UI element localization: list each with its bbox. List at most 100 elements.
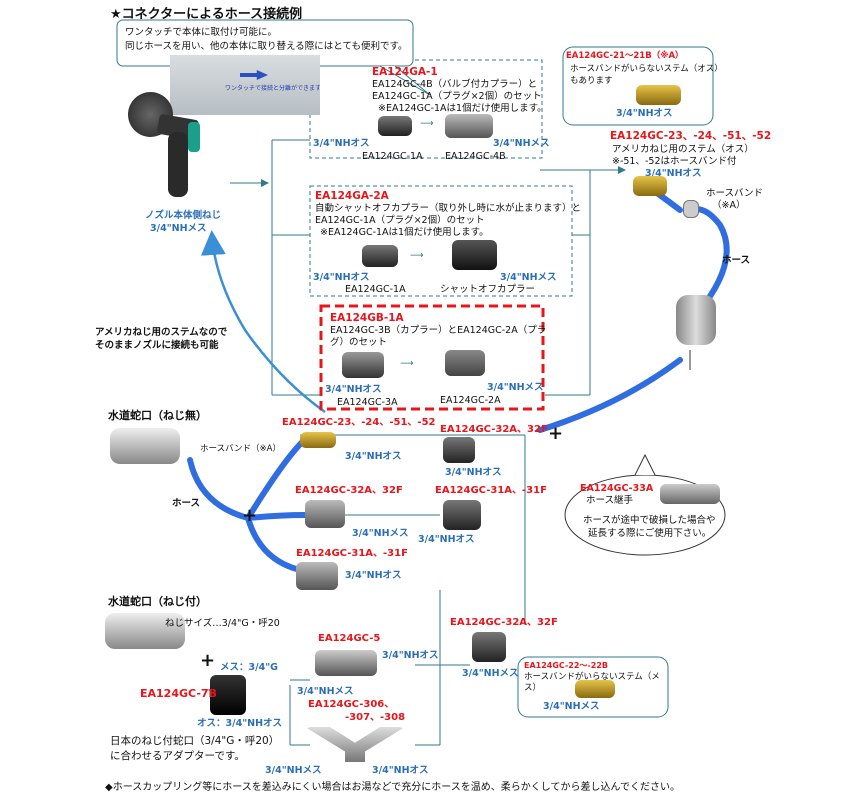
plug-icon [362,245,398,267]
adapter-male: オス：3/4"NHオス [197,718,283,729]
ga1-desc1: EA124GC-4B（バルブ付カプラー）と [372,79,538,90]
plus-right: + [548,423,564,444]
hose-right-lower [537,357,683,433]
stem-right-hose: ホース [722,255,751,266]
gc5-icon [315,650,377,676]
hose-right-upper [687,206,730,313]
c32a-mid-model: EA124GC-32A、32F [295,485,403,496]
faucet2-label: 水道蛇口（ねじ付） [108,595,207,608]
gc5-model: EA124GC-5 [318,633,381,644]
note-american-1: アメリカねじ用のステムなので [95,327,228,338]
photo-caption: ワンタッチで接続と分離ができます。 [225,85,320,92]
joint-desc1: ホースが途中で破損した場合や [583,515,716,526]
gb1-part-a: EA124GC-3A [337,397,398,408]
joint-name: ホース継手 [586,495,634,506]
plus-adapter: + [200,650,216,671]
ga2-model: EA124GA-2A [315,190,389,202]
gb1-right-label: 3/4"NHメス [487,382,544,393]
gc306-thread-l: 3/4"NHメス [265,765,322,776]
gb1-left-label: 3/4"NHオス [325,384,382,395]
gc5-thread-r: 3/4"NHオス [382,650,439,661]
box-gb1-frame [319,304,545,411]
callout-line2: 同じホースを用い、他の本体に取り替える際にはとても便利です。 [125,41,408,52]
stem-right-band: ホースバンド [706,188,764,199]
gc306-model2: -307、-308 [345,712,406,723]
page-title: ★コネクターによるホース接続例 [110,7,303,22]
stem-right-band-note: （※A） [712,200,746,211]
faucet2-size: ねじサイズ…3/4"G・呼20 [165,618,280,629]
adapter-female: メス：3/4"G [220,662,278,673]
stem-left-thread: 3/4"NHオス [345,451,402,462]
stem-icon [575,680,615,698]
c32a-top-thread: 3/4"NHオス [445,467,502,478]
c31a-mid-model: EA124GC-31A、-31F [435,485,547,496]
adapter-model: EA124GC-7B [140,687,217,700]
gb1-part-b: EA124GC-2A [440,395,501,406]
adapter-desc1: 日本のねじ付蛇口（3/4"G・呼20） [110,735,280,747]
ga2-part-b: シャットオフカプラー [440,284,536,295]
coupling-icon [443,437,475,463]
ga1-model: EA124GA-1 [372,66,438,78]
callout22-model: EA124GC-22～-22B [524,661,608,670]
brass-stem-icon [300,432,336,448]
faucet1-hose: ホース [172,498,201,509]
ga2-desc1: 自動シャットオフカプラー（取り外し時に水が止まります）と [315,203,582,214]
hose-joint-icon [660,484,720,504]
callout22-desc2: ス） [524,683,542,693]
ga1-right-label: 3/4"NHメス [493,138,550,149]
arrow-icon [240,70,268,80]
c31a-low-model: EA124GC-31A、-31F [296,548,408,559]
ga2-part-a: EA124GC-1A [345,284,406,295]
c32a-top-model: EA124GC-32A、32F [440,424,548,435]
ga1-part-a: EA124GC-1A [362,151,423,162]
stem-right-desc2: ※-51、-52はホースバンド付 [612,156,737,167]
gc306-model1: EA124GC-306、 [308,699,395,710]
stem-right-thread: 3/4"NHオス [645,168,702,179]
c31a-mid-thread: 3/4"NHオス [418,534,475,545]
hose-joint-icon [676,295,716,345]
footer-note: ◆ホースカップリング等にホースを差込みにくい場合はお湯などで充分にホースを温め、… [105,782,680,793]
joint-desc2: 延長する際にご使用下さい。 [588,528,712,539]
coupling-icon [305,500,345,528]
c31a-low-thread: 3/4"NHオス [345,570,402,581]
tr-model: EA124GC-21～21B（※A） [566,51,684,61]
coupling-photo: ワンタッチで接続と分離ができます。 [170,55,320,115]
gc5-thread-l: 3/4"NHメス [297,686,354,697]
hose-branch [245,515,303,573]
gb1-desc2: グ）のセット [330,337,388,348]
adapter-desc2: に合わせるアダプターです。 [110,750,245,762]
brass-plug-icon [445,350,485,376]
valve-coupler-icon [445,114,493,138]
ga1-desc3: ※EA124GC-1Aは1個だけ使用します。 [378,103,547,114]
arrow-right-icon: ⟶ [420,118,434,129]
ga2-left-label: 3/4"NHオス [313,272,370,283]
faucet-icon [105,613,185,649]
c32a-mid-thread: 3/4"NHメス [352,528,409,539]
c32a-low-thread: 3/4"NHメス [462,668,519,679]
shutoff-coupler-icon [452,240,497,270]
joint-model: EA124GC-33A [580,483,654,494]
arrow-right-icon: ⟶ [410,250,424,261]
c32a-low-model: EA124GC-32A、32F [450,617,558,628]
ga2-desc2: EA124GC-1A（プラグ×2個）のセット [315,215,485,226]
arrow-right-icon: ⟶ [400,358,414,369]
adapter-icon [210,675,246,715]
curved-arrow [200,230,326,414]
coupling-icon [443,500,481,530]
tr-desc2: もあります [570,76,613,86]
hose-band-icon [683,200,699,218]
ga1-desc2: EA124GC-1A（プラグ×2個）のセット [372,91,542,102]
brass-stem-icon [633,176,667,196]
stem-icon [636,85,681,105]
tr-thread: 3/4"NHオス [616,108,673,119]
faucet1-label: 水道蛇口（ねじ無） [108,409,207,422]
box-ga2-frame [309,185,573,297]
coupling-icon [296,562,338,590]
plus-left: + [242,505,258,526]
coupler-icon [342,352,384,378]
ga1-left-label: 3/4"NHオス [313,138,370,149]
plug-icon [378,116,412,136]
ga1-part-b: EA124GC-4B [445,151,506,162]
gb1-desc1: EA124GC-3B（カプラー）とEA124GC-2A（プラ [330,325,547,336]
callout-line1: ワンタッチで本体に取付け可能に。 [125,27,278,38]
